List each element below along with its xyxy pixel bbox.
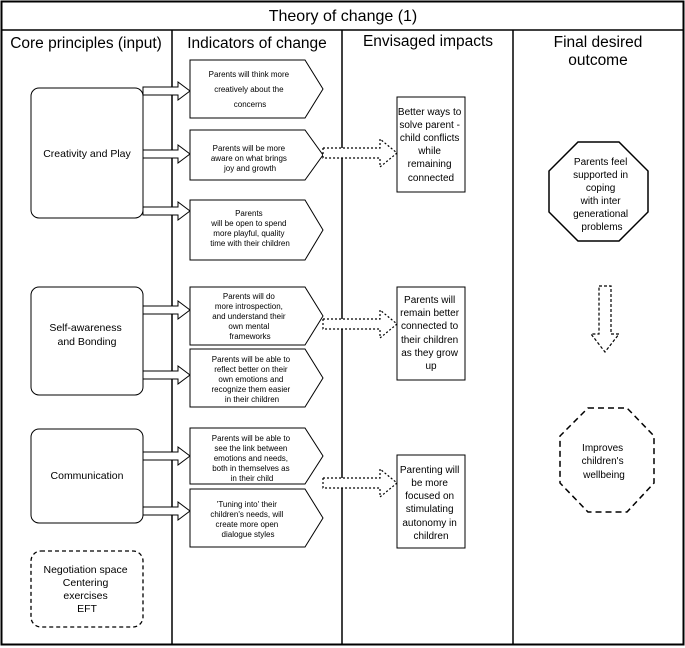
outcome-text-2: Improves children's wellbeing <box>582 443 627 481</box>
indicator-shape-1 <box>189 59 324 119</box>
impact-arrow-2 <box>322 308 398 340</box>
impact-arrow-1 <box>322 137 398 169</box>
indicator-shape-6 <box>189 427 324 485</box>
indicator-shape-3 <box>189 199 324 261</box>
principle-arrow-4 <box>142 300 191 320</box>
principle-arrow-5 <box>142 365 191 385</box>
impact-text-1: Better ways to solve parent - child conf… <box>398 107 464 184</box>
impact-box-2 <box>396 286 466 381</box>
column-header-indicators: Indicators of change <box>187 35 327 52</box>
impact-box-3 <box>396 454 466 549</box>
principle-arrow-3 <box>142 201 191 221</box>
indicator-text-1: Parents will think more creatively about… <box>209 70 292 109</box>
principle-text-communication: Communication <box>51 470 124 482</box>
diagram-title: Theory of change (1) <box>269 8 418 25</box>
impact-text-3: Parenting will be more focused on stimul… <box>400 465 462 542</box>
outcome-down-arrow <box>589 285 621 353</box>
principle-box-communication <box>30 428 144 524</box>
indicator-text-4: Parents will do more introspection, and … <box>212 292 288 341</box>
principle-text-self-awareness: Self-awareness and Bonding <box>49 322 124 348</box>
indicator-text-7: 'Tuning into' their children's needs, wi… <box>210 500 285 539</box>
principle-arrow-1 <box>142 81 191 101</box>
principle-arrow-7 <box>142 501 191 521</box>
negotiation-space-text: Negotiation space Centering exercises EF… <box>44 564 131 615</box>
impact-text-2: Parents will remain better connected to … <box>400 295 462 372</box>
indicator-shape-4 <box>189 286 324 346</box>
indicator-shape-5 <box>189 348 324 408</box>
indicator-text-5: Parents will be able to reflect better o… <box>212 355 293 404</box>
column-header-outcome-line2: outcome <box>568 52 627 69</box>
outcome-octagon-2 <box>559 407 655 513</box>
principle-arrow-2 <box>142 144 191 164</box>
principle-arrow-6 <box>142 446 191 466</box>
column-header-core: Core principles (input) <box>10 35 162 52</box>
impact-box-1 <box>396 96 466 193</box>
column-header-impacts: Envisaged impacts <box>363 33 493 50</box>
negotiation-space-box <box>30 550 144 628</box>
principle-box-self-awareness <box>30 286 144 396</box>
indicator-text-2: Parents will be more aware on what bring… <box>211 144 289 173</box>
column-header-outcome-line1: Final desired <box>554 34 643 51</box>
impact-arrow-3 <box>322 467 398 499</box>
indicator-text-3: Parents will be open to spend more playf… <box>210 209 290 248</box>
indicator-text-6: Parents will be able to see the link bet… <box>212 434 293 483</box>
principle-text-creativity: Creativity and Play <box>43 148 131 160</box>
outcome-octagon-1 <box>548 141 649 242</box>
indicator-shape-7 <box>189 488 324 548</box>
indicator-shape-2 <box>189 129 324 181</box>
outcome-text-1: Parents feel supported in coping with in… <box>573 157 631 233</box>
